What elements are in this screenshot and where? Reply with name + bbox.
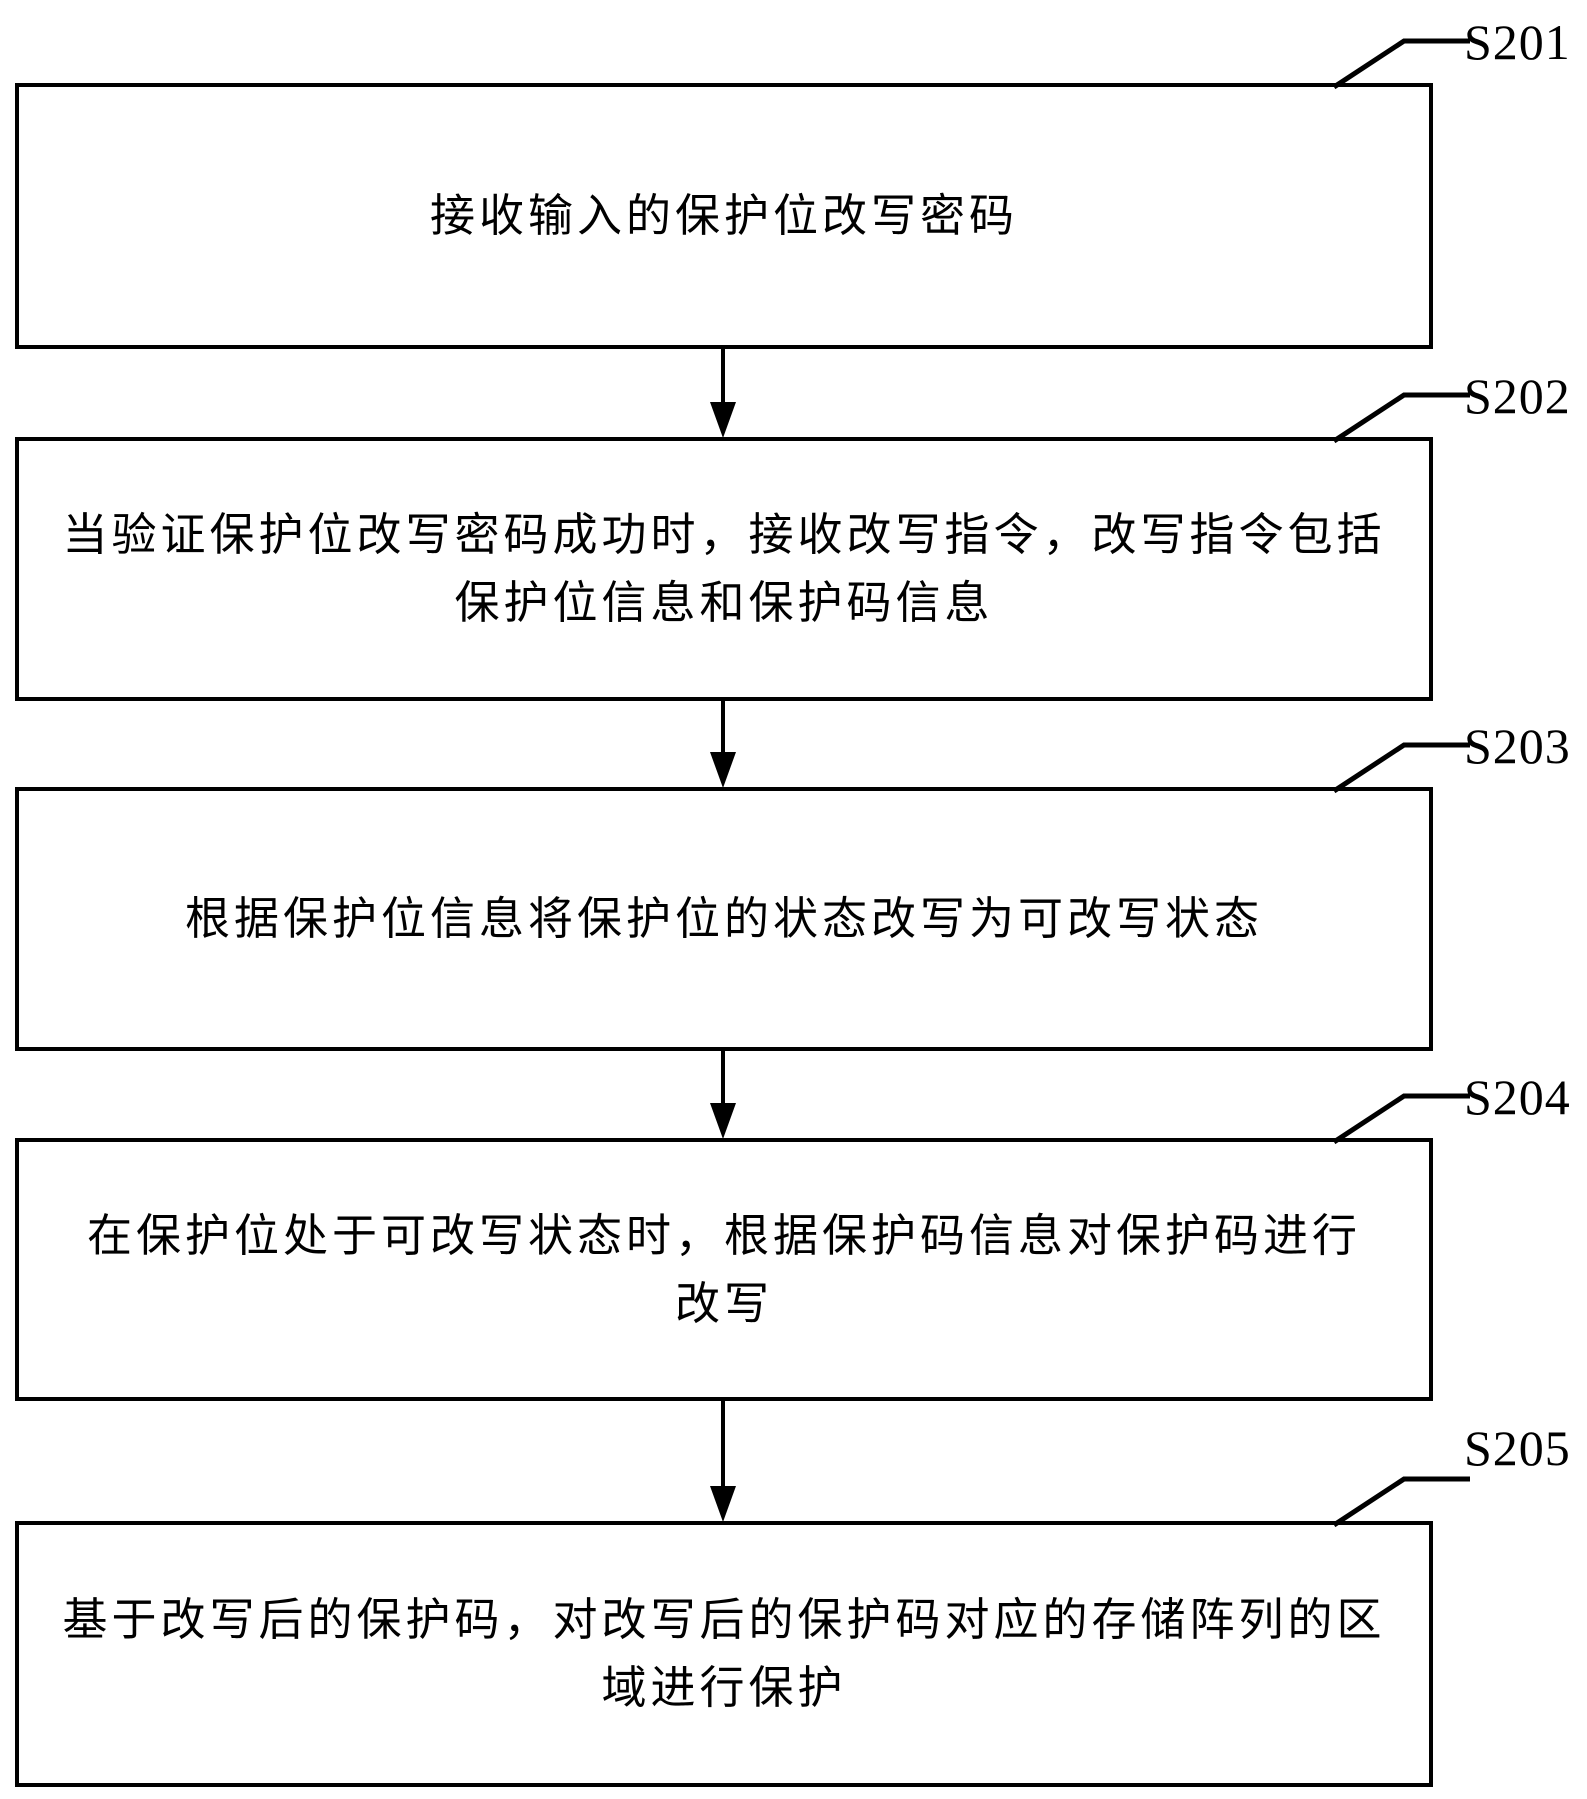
arrow-down-icon bbox=[710, 752, 736, 788]
step-text-line: 改写 bbox=[674, 1278, 773, 1329]
step-label-s205: S205 bbox=[1464, 1420, 1571, 1476]
step-box-s203: 根据保护位信息将保护位的状态改写为可改写状态 bbox=[15, 787, 1433, 1051]
step-text-line: 保护位信息和保护码信息 bbox=[454, 578, 994, 628]
leader-line-s202 bbox=[1332, 392, 1470, 444]
flow-arrow-2 bbox=[705, 701, 741, 788]
step-text-line: 接收输入的保护位改写密码 bbox=[429, 191, 1018, 241]
arrow-down-icon bbox=[710, 402, 736, 438]
step-text-line: 根据保护位信息将保护位的状态改写为可改写状态 bbox=[184, 894, 1263, 944]
step-text: 基于改写后的保护码，对改写后的保护码对应的存储阵列的区 域进行保护 bbox=[19, 1586, 1429, 1722]
step-label-s203: S203 bbox=[1464, 718, 1571, 774]
arrow-down-icon bbox=[710, 1103, 736, 1139]
arrow-shaft bbox=[721, 1401, 725, 1494]
step-text-line: 域进行保护 bbox=[601, 1663, 847, 1713]
arrow-shaft bbox=[721, 1051, 725, 1111]
leader-line-s205 bbox=[1332, 1476, 1470, 1528]
step-text: 接收输入的保护位改写密码 bbox=[19, 182, 1429, 250]
arrow-shaft bbox=[721, 349, 725, 410]
step-box-s201: 接收输入的保护位改写密码 bbox=[15, 83, 1433, 349]
leader-line-s203 bbox=[1332, 742, 1470, 794]
step-box-s202: 当验证保护位改写密码成功时，接收改写指令，改写指令包括 保护位信息和保护码信息 bbox=[15, 437, 1433, 701]
step-text-line: 当验证保护位改写密码成功时，接收改写指令，改写指令包括 bbox=[62, 510, 1386, 560]
step-box-s205: 基于改写后的保护码，对改写后的保护码对应的存储阵列的区 域进行保护 bbox=[15, 1521, 1433, 1787]
step-text: 根据保护位信息将保护位的状态改写为可改写状态 bbox=[19, 885, 1429, 953]
step-text: 在保护位处于可改写状态时，根据保护码信息对保护码进行 改写 bbox=[19, 1202, 1429, 1338]
step-text-line: 在保护位处于可改写状态时，根据保护码信息对保护码进行 bbox=[86, 1210, 1361, 1261]
leader-line-s201 bbox=[1332, 38, 1470, 90]
arrow-shaft bbox=[721, 701, 725, 760]
step-label-s201: S201 bbox=[1464, 14, 1571, 70]
flow-arrow-3 bbox=[705, 1051, 741, 1139]
step-label-s204: S204 bbox=[1464, 1069, 1571, 1125]
step-text-line: 基于改写后的保护码，对改写后的保护码对应的存储阵列的区 bbox=[62, 1595, 1386, 1645]
step-label-s202: S202 bbox=[1464, 368, 1571, 424]
arrow-down-icon bbox=[710, 1486, 736, 1522]
leader-line-s204 bbox=[1332, 1093, 1470, 1145]
step-box-s204: 在保护位处于可改写状态时，根据保护码信息对保护码进行 改写 bbox=[15, 1138, 1433, 1401]
flow-arrow-4 bbox=[705, 1401, 741, 1522]
step-text: 当验证保护位改写密码成功时，接收改写指令，改写指令包括 保护位信息和保护码信息 bbox=[19, 501, 1429, 637]
flow-arrow-1 bbox=[705, 349, 741, 438]
